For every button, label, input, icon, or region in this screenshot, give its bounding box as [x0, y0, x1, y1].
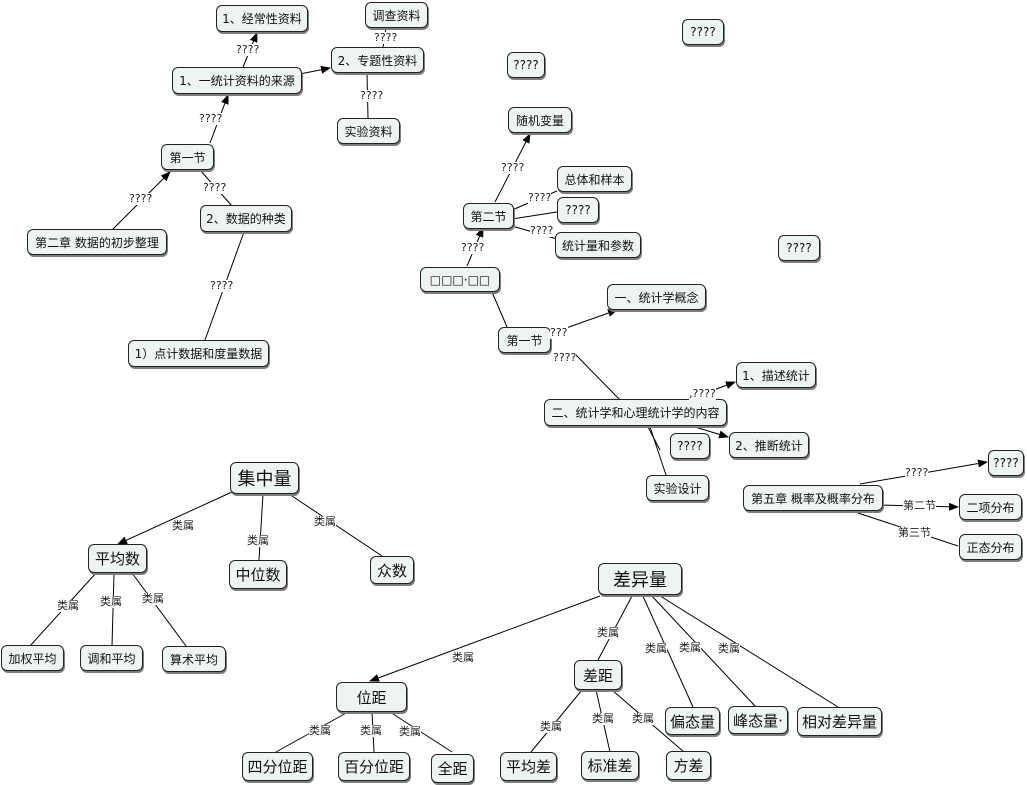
link-label: 类属 [679, 641, 701, 654]
node-data-types[interactable]: 2、数据的种类 [200, 205, 292, 232]
link-label: 类属 [314, 515, 336, 528]
link-label: 类属 [399, 725, 421, 738]
link-label: 类属 [718, 642, 740, 655]
node-central-tendency[interactable]: 集中量 [230, 462, 299, 494]
link-label: 类属 [597, 626, 619, 639]
node-relative-variation[interactable]: 相对差异量 [797, 707, 882, 736]
node-section1-ch2[interactable]: 第一节 [161, 144, 214, 170]
link-label: ???? [553, 351, 577, 364]
node-content[interactable]: 二、统计学和心理统计学的内容 [544, 399, 727, 426]
node-positional-range[interactable]: 位距 [336, 682, 407, 712]
node-range[interactable]: 差距 [574, 660, 622, 690]
node-quartile-range[interactable]: 四分位距 [242, 752, 313, 781]
node-median[interactable]: 中位数 [229, 560, 287, 589]
link-label: 第二节 [903, 499, 936, 512]
node-statistic-parameter[interactable]: 统计量和参数 [555, 232, 641, 258]
node-full-range[interactable]: 全距 [431, 754, 474, 783]
node-mean-deviation[interactable]: 平均差 [500, 752, 557, 781]
node-experimental-design[interactable]: 实验设计 [646, 475, 709, 501]
link-label: ???? [199, 112, 223, 125]
link-label: 类属 [645, 642, 667, 655]
node-experiment-data[interactable]: 实验资料 [337, 118, 400, 144]
link-label: ???? [461, 241, 485, 254]
link-label: ???? [530, 224, 554, 237]
node-section2[interactable]: 第二节 [463, 203, 514, 229]
node-root[interactable]: □□□·□□ [420, 267, 500, 292]
node-special-data[interactable]: 2、专题性资料 [331, 47, 424, 73]
node-survey-data[interactable]: 调查资料 [365, 2, 428, 28]
link-label: ???? [129, 192, 153, 205]
node-chapter2[interactable]: 第二章 数据的初步整理 [27, 229, 167, 255]
node-unknown-d[interactable]: ???? [778, 235, 820, 261]
link-label: ???? [210, 279, 234, 292]
link-label: 类属 [540, 720, 562, 733]
node-chapter5[interactable]: 第五章 概率及概率分布 [743, 485, 883, 511]
link-label: 第三节 [898, 526, 931, 539]
node-arithmetic-mean[interactable]: 算术平均 [162, 646, 226, 672]
node-binomial[interactable]: 二项分布 [959, 494, 1022, 520]
node-variation[interactable]: 差异量 [598, 563, 682, 595]
node-kurtosis[interactable]: 峰态量· [728, 706, 788, 734]
node-regular-data[interactable]: 1、经常性资料 [216, 5, 308, 32]
link-label: ???? [236, 43, 260, 56]
node-unknown-a[interactable]: ???? [682, 19, 724, 45]
node-descriptive-stats[interactable]: 1、描述统计 [736, 362, 816, 388]
link-label: 类属 [360, 724, 382, 737]
node-unknown-f[interactable]: ???? [988, 450, 1024, 476]
node-random-variable[interactable]: 随机变量 [508, 107, 572, 133]
node-unknown-c[interactable]: ???? [557, 197, 599, 223]
link-label: ???? [905, 466, 929, 479]
link-label: 类属 [172, 519, 194, 532]
link-label: 类属 [452, 651, 474, 664]
link-label: 类属 [100, 595, 122, 608]
link-label: ???? [501, 161, 525, 174]
link-label: 类属 [57, 599, 79, 612]
node-standard-deviation[interactable]: 标准差 [581, 751, 639, 780]
link-label: ???? [360, 89, 384, 102]
link-label: 类属 [592, 712, 614, 725]
node-mode[interactable]: 众数 [370, 556, 414, 584]
node-section1-main[interactable]: 第一节 [498, 327, 551, 353]
link-label: ???? [528, 191, 552, 204]
node-population-sample[interactable]: 总体和样本 [557, 166, 632, 192]
node-unknown-b[interactable]: ???? [507, 52, 545, 78]
node-variance[interactable]: 方差 [666, 751, 711, 780]
node-harmonic-mean[interactable]: 调和平均 [80, 645, 143, 671]
link-label: 类属 [247, 534, 269, 547]
link-label: ???? [374, 31, 398, 44]
link-label: ,???? [689, 387, 716, 400]
link-label: 类属 [309, 724, 331, 737]
node-percentile-range[interactable]: 百分位距 [338, 752, 410, 781]
link-label: 类属 [632, 712, 654, 725]
node-unknown-e[interactable]: ???? [670, 433, 710, 459]
link-label: 类属 [142, 592, 164, 605]
node-count-measure-data[interactable]: 1）点计数据和度量数据 [128, 340, 269, 367]
node-mean[interactable]: 平均数 [88, 544, 147, 573]
node-stat-concept[interactable]: 一、统计学概念 [607, 284, 706, 310]
node-inferential-stats[interactable]: 2、推断统计 [729, 432, 809, 458]
link-label: ??? [550, 326, 568, 339]
node-skewness[interactable]: 偏态量 [665, 707, 720, 735]
node-data-source[interactable]: 1、一统计资料的来源 [172, 67, 302, 94]
node-weighted-mean[interactable]: 加权平均 [1, 645, 64, 671]
link-label: ???? [203, 181, 227, 194]
node-normal[interactable]: 正态分布 [959, 534, 1022, 560]
